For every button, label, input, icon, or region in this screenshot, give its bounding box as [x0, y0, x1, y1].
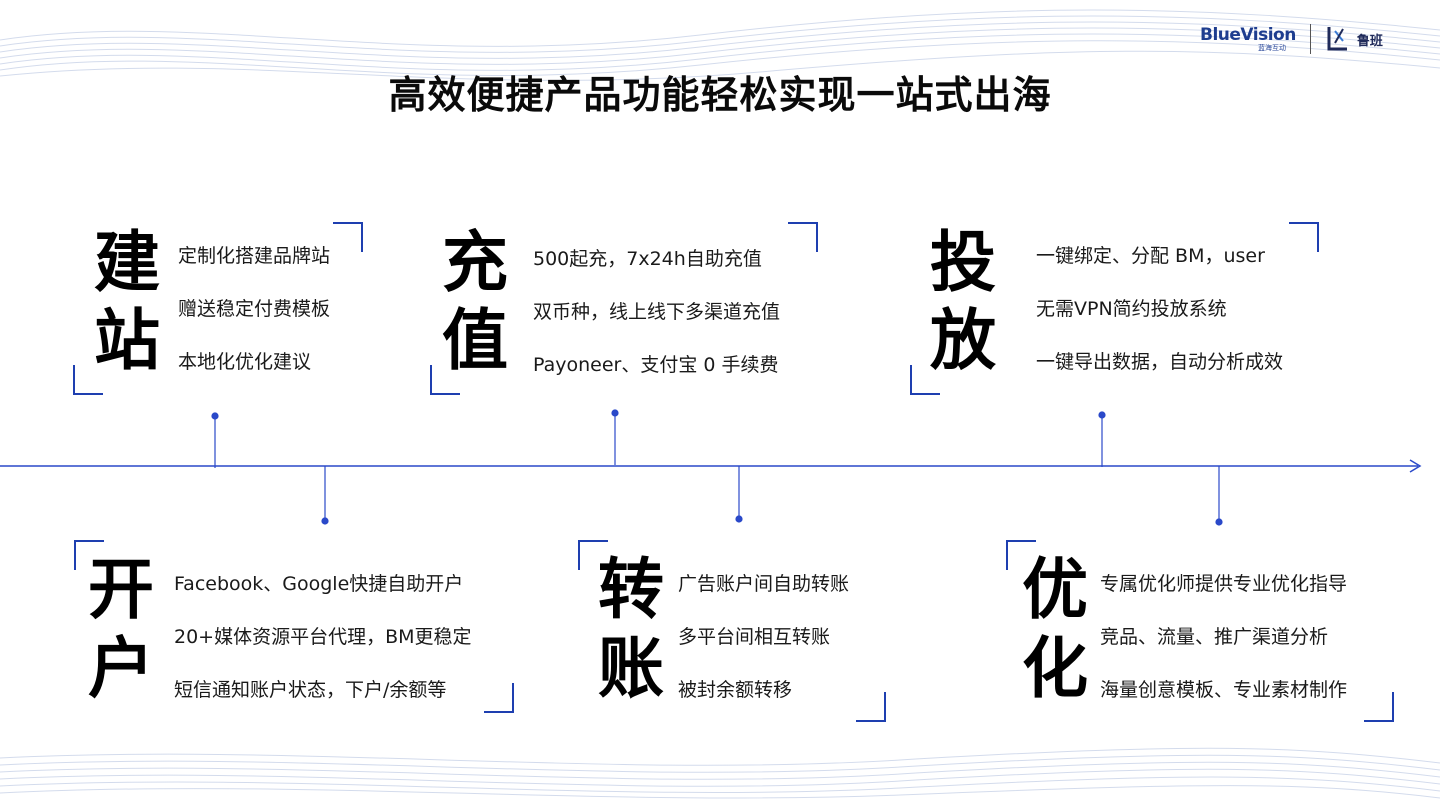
feature-text: 500起充，7x24h自助充值	[533, 248, 762, 270]
bluevision-logo-text: BlueVision	[1200, 25, 1296, 45]
section-char-zhan: 站	[94, 302, 160, 379]
section-char-chong: 充	[442, 224, 508, 301]
timeline-connectors	[211, 409, 1223, 526]
section-char-you: 优	[1022, 551, 1088, 628]
bracket-corner	[430, 365, 460, 395]
timeline-axis	[0, 459, 1422, 473]
feature-text: 一键绑定、分配 BM，user	[1036, 245, 1265, 267]
section-char-hua: 化	[1022, 630, 1088, 707]
section-char-kai: 开	[88, 551, 154, 628]
luban-logo: 鲁班	[1325, 25, 1383, 53]
bracket-corner	[856, 692, 886, 722]
section-char-tou: 投	[930, 224, 996, 301]
section-char-zhuan: 转	[598, 551, 664, 628]
bracket-corner	[73, 365, 103, 395]
feature-text: Facebook、Google快捷自助开户	[174, 573, 464, 595]
section-char-zhang: 账	[598, 630, 664, 707]
section-char-jian: 建	[94, 224, 160, 301]
luban-logo-text: 鲁班	[1356, 33, 1383, 49]
feature-text: 赠送稳定付费模板	[178, 298, 331, 320]
bracket-corner	[788, 222, 818, 252]
logo-divider	[1309, 24, 1311, 54]
feature-text: 广告账户间自助转账	[678, 573, 850, 595]
bracket-corner	[333, 222, 363, 252]
bracket-corner	[1364, 692, 1394, 722]
luban-mark-icon	[1327, 27, 1347, 51]
section-char-zhi: 值	[442, 302, 508, 379]
feature-text: Payoneer、支付宝 0 手续费	[533, 354, 779, 376]
feature-text: 海量创意模板、专业素材制作	[1100, 679, 1348, 701]
feature-text: 一键导出数据，自动分析成效	[1036, 351, 1284, 373]
feature-text: 双币种，线上线下多渠道充值	[533, 301, 781, 323]
feature-text: 短信通知账户状态，下户/余额等	[174, 679, 447, 701]
bracket-corner	[74, 540, 104, 570]
bracket-corner	[484, 683, 514, 713]
bracket-corner	[910, 365, 940, 395]
feature-text: 20+媒体资源平台代理，BM更稳定	[174, 626, 472, 648]
bluevision-logo: BlueVision 蓝海互动	[1200, 25, 1296, 53]
bottom-wave-decoration	[0, 747, 1440, 799]
bluevision-logo-subtext: 蓝海互动	[1258, 44, 1286, 52]
feature-text: 定制化搭建品牌站	[178, 245, 331, 267]
brand-logos: BlueVision 蓝海互动 鲁班	[1200, 22, 1383, 56]
page-title: 高效便捷产品功能轻松实现一站式出海	[388, 73, 1052, 117]
section-char-fang: 放	[930, 302, 996, 379]
bracket-corner	[578, 540, 608, 570]
feature-text: 竞品、流量、推广渠道分析	[1100, 626, 1329, 648]
feature-text: 专属优化师提供专业优化指导	[1100, 573, 1348, 595]
section-char-hu: 户	[88, 630, 154, 707]
feature-text: 多平台间相互转账	[678, 626, 831, 648]
bracket-corner	[1289, 222, 1319, 252]
bracket-corner	[1006, 540, 1036, 570]
feature-text: 无需VPN简约投放系统	[1036, 298, 1227, 320]
feature-text: 本地化优化建议	[178, 351, 312, 373]
feature-text: 被封余额转移	[678, 679, 793, 701]
